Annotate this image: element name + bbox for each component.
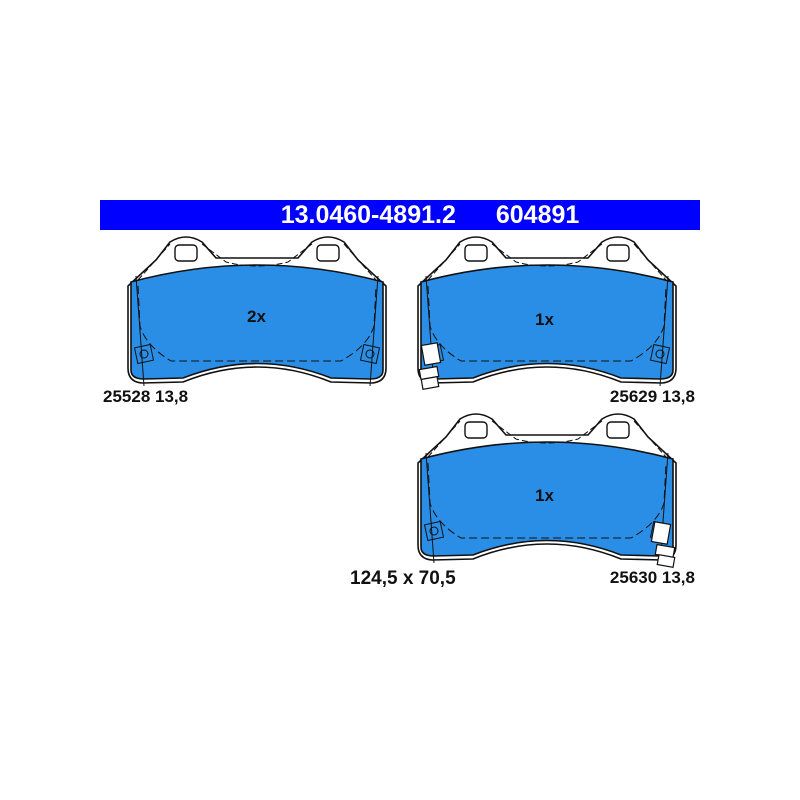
pad-1-quantity: 2x: [247, 307, 266, 326]
wear-sensor-pad-3: [650, 521, 676, 569]
article-number: 13.0460-4891.2: [280, 201, 456, 229]
pad-1-code: 25528 13,8: [103, 387, 189, 406]
pad-2-code: 25629 13,8: [609, 387, 695, 406]
pad-2-quantity: 1x: [535, 310, 554, 329]
wear-sensor-pad-2: [418, 342, 442, 391]
short-number: 604891: [495, 201, 580, 229]
pad-3-quantity: 1x: [535, 486, 554, 505]
pad-dimensions: 124,5 x 70,5: [350, 568, 456, 589]
article-header-bar: 13.0460-4891.2 604891: [100, 200, 700, 230]
pad-3-code: 25630 13,8: [609, 568, 695, 587]
